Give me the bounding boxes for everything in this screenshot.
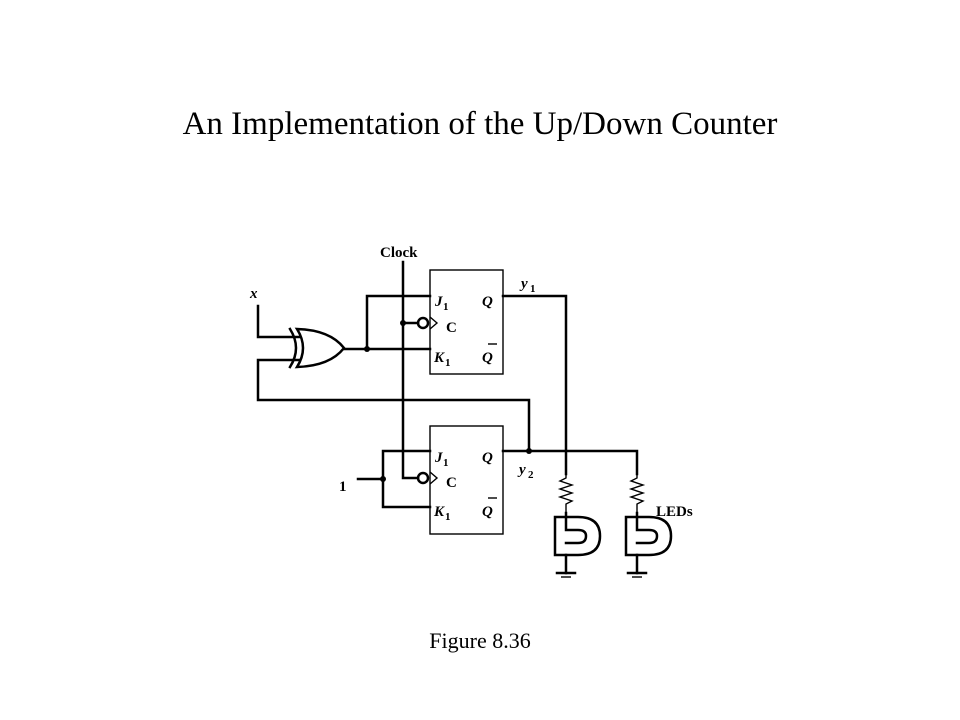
xor-input-y2-wire	[256, 358, 531, 453]
ff1-j-label: J	[434, 294, 443, 310]
ff1-clock-bubble	[416, 316, 430, 330]
y2-wire	[501, 449, 639, 476]
y1-wire	[501, 294, 568, 476]
ff1-clock-triangle	[429, 316, 439, 330]
ff2-qbar-label: Q	[482, 504, 493, 520]
ff2-k-sub: 1	[445, 511, 451, 523]
leds-label: LEDs	[656, 504, 693, 520]
j1-wire	[365, 294, 432, 351]
resistor-2	[628, 474, 646, 513]
clock-label: Clock	[380, 245, 418, 261]
ff2-j-label: J	[434, 450, 443, 466]
y2-label: y	[517, 462, 526, 478]
clock-wire	[401, 260, 420, 480]
ff2-clock-bubble	[416, 471, 430, 485]
xor-gate-back	[288, 327, 298, 369]
xor-output-junction	[364, 346, 370, 352]
ff1-k-label: K	[433, 350, 445, 366]
figure-caption: Figure 8.36	[429, 628, 531, 653]
y1-label: y	[519, 276, 528, 292]
ff1-c-label: C	[446, 320, 457, 336]
y2-sub: 2	[528, 469, 534, 481]
flip-flop-2	[429, 425, 504, 535]
y2-junction	[526, 448, 532, 454]
page-title: An Implementation of the Up/Down Counter	[182, 106, 778, 142]
clock-junction	[400, 320, 406, 326]
ff2-c-label: C	[446, 475, 457, 491]
y1-sub: 1	[530, 283, 536, 295]
constant-one-junction	[380, 476, 386, 482]
ff2-clock-triangle	[429, 471, 439, 485]
ff1-q-label: Q	[482, 294, 493, 310]
ff1-k-sub: 1	[445, 357, 451, 369]
led-1	[553, 511, 602, 578]
ff2-q-label: Q	[482, 450, 493, 466]
x-label: x	[249, 286, 258, 302]
flip-flop-1	[429, 269, 504, 375]
ff1-j-sub: 1	[443, 301, 449, 313]
ff1-qbar-label: Q	[482, 350, 493, 366]
ff2-j-sub: 1	[443, 457, 449, 469]
constant-one-label: 1	[339, 479, 347, 495]
ff2-k-label: K	[433, 504, 445, 520]
x-wire	[256, 304, 302, 339]
led-2	[624, 511, 673, 578]
xor-gate	[294, 327, 346, 369]
resistor-1	[557, 474, 575, 513]
